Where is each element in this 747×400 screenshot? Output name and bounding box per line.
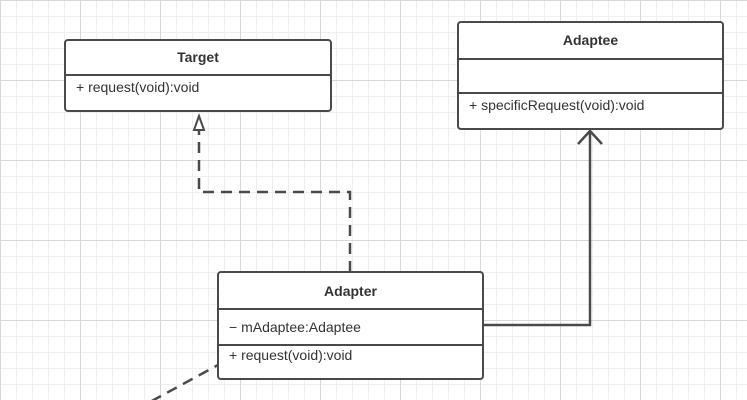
association-line: [484, 131, 592, 327]
class-adapter-attributes: − mAdaptee:Adaptee: [219, 308, 482, 344]
class-adapter-operations: + request(void):void: [219, 344, 482, 378]
class-adaptee-attributes: [459, 58, 722, 92]
class-target-name: Target: [177, 49, 219, 65]
class-adapter[interactable]: Adapter − mAdaptee:Adaptee + request(voi…: [217, 271, 484, 380]
class-adaptee-operation: + specificRequest(void):void: [469, 97, 645, 113]
realization-arrowhead: [192, 113, 206, 131]
class-adaptee[interactable]: Adaptee + specificRequest(void):void: [457, 21, 724, 130]
realization-line: [197, 130, 352, 272]
association-arrowhead: [577, 129, 603, 145]
class-adapter-name: Adapter: [324, 283, 377, 299]
class-adaptee-operations: + specificRequest(void):void: [459, 92, 722, 128]
class-target[interactable]: Target + request(void):void: [64, 39, 332, 112]
class-adaptee-name: Adaptee: [562, 32, 619, 48]
class-target-operations: + request(void):void: [66, 74, 330, 110]
class-adapter-operation: + request(void):void: [229, 347, 353, 363]
class-adapter-attribute: − mAdaptee:Adaptee: [229, 319, 361, 335]
class-target-operation: + request(void):void: [76, 79, 200, 95]
